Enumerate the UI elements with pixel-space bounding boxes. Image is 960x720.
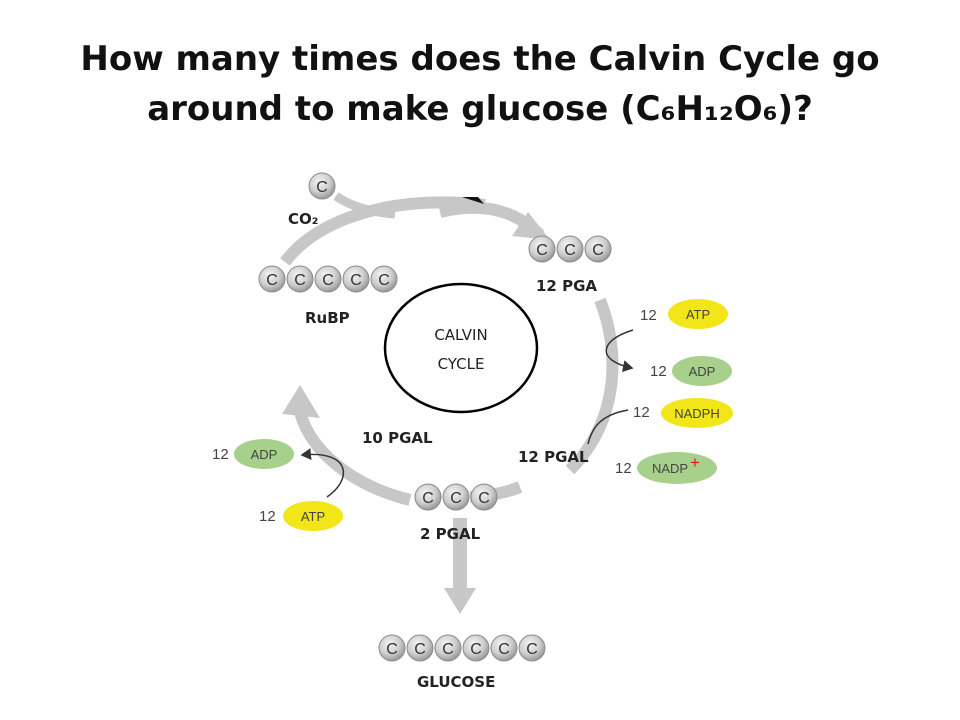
carbon-letter: C <box>498 641 510 658</box>
carbon-letter: C <box>266 272 278 289</box>
carbon-atom <box>584 235 612 263</box>
adp-count-left: 12 <box>212 446 229 463</box>
carbon-letter: C <box>322 272 334 289</box>
carbon-atom <box>414 483 442 511</box>
carbon-letter: C <box>442 641 454 658</box>
title-line-2: around to make glucose (C₆H₁₂O₆)? <box>147 89 813 129</box>
carbon-letter: C <box>592 242 604 259</box>
dark-notch <box>462 197 484 204</box>
atp-label-right: ATP <box>686 307 710 322</box>
adp-pill-left <box>234 439 294 469</box>
pgal-12-label: 12 PGAL <box>518 448 589 466</box>
cycle-arrowheads <box>282 212 550 614</box>
adp-label-right: ADP <box>689 364 716 379</box>
atp-pill-right <box>668 299 728 329</box>
co2-carbon: C <box>308 172 336 200</box>
carbon-atom <box>442 483 470 511</box>
co2-inflow <box>333 192 396 219</box>
carbon-letter: C <box>294 272 306 289</box>
carbon-letter: C <box>378 272 390 289</box>
carbon-letter: C <box>414 641 426 658</box>
carbon-atom <box>406 634 434 662</box>
nadph-to-nadp-curve <box>587 409 629 445</box>
atp-to-adp-arrow-left <box>300 448 344 498</box>
nadph-pill <box>661 398 733 428</box>
arrowhead-down <box>444 588 476 614</box>
carbon-letter: C <box>470 641 482 658</box>
center-circle: CALVIN CYCLE <box>383 282 539 414</box>
pgal-2-label: 2 PGAL <box>420 525 481 543</box>
carbon-letter: C <box>536 242 548 259</box>
nadp-plus-sign: + <box>690 453 700 472</box>
title-line-1: How many times does the Calvin Cycle go <box>80 39 880 79</box>
carbon-atom <box>470 483 498 511</box>
carbon-atom <box>342 265 370 293</box>
carbon-atom <box>434 634 462 662</box>
carbon-letter: C <box>478 490 490 507</box>
adp-pill-right <box>672 356 732 386</box>
left-inputs: 12 ADP 12 ATP <box>212 439 344 531</box>
center-label-2: CYCLE <box>438 355 485 373</box>
atp-count-right: 12 <box>640 307 657 324</box>
nadp-pill <box>637 452 717 484</box>
atp-pill-left <box>283 501 343 531</box>
carbon-atom <box>314 265 342 293</box>
co2-label: CO₂ <box>288 210 318 228</box>
arc-bottom-left <box>294 410 412 506</box>
atp-label-left: ATP <box>301 509 325 524</box>
carbon-letter: C <box>350 272 362 289</box>
carbon-letter: C <box>386 641 398 658</box>
carbon-letter: C <box>422 490 434 507</box>
nadph-label: NADPH <box>674 406 720 421</box>
carbon-atom <box>286 265 314 293</box>
carbon-atom <box>308 172 336 200</box>
nadp-label: NADP <box>652 461 688 476</box>
adp-label-left: ADP <box>251 447 278 462</box>
carbon-atom <box>490 634 518 662</box>
carbon-atom <box>556 235 584 263</box>
carbon-letter: C <box>450 490 462 507</box>
nadp-count: 12 <box>615 460 632 477</box>
arrowhead-top <box>512 212 550 240</box>
center-label-1: CALVIN <box>434 326 487 344</box>
arc-right <box>565 297 619 475</box>
carbon-atom <box>370 265 398 293</box>
pga-label: 12 PGA <box>536 277 597 295</box>
carbon-letter: C <box>564 242 576 259</box>
carbon-atom <box>518 634 546 662</box>
arrowhead-left <box>282 385 320 418</box>
carbon-atom <box>462 634 490 662</box>
carbon-letter: C <box>526 641 538 658</box>
adp-count-right: 12 <box>650 363 667 380</box>
glucose-label: GLUCOSE <box>417 673 495 691</box>
nadph-count: 12 <box>633 404 650 421</box>
rubp-label: RuBP <box>305 309 350 327</box>
carbon-atom <box>528 235 556 263</box>
atp-to-adp-arrow-right <box>605 329 634 372</box>
atp-count-left: 12 <box>259 508 276 525</box>
right-inputs: 12 ATP 12 ADP 12 NADPH 12 NADP + <box>587 299 733 484</box>
carbon-letter: C <box>316 179 328 196</box>
pgal-10-label: 10 PGAL <box>362 429 433 447</box>
carbon-atom <box>378 634 406 662</box>
carbon-atom <box>258 265 286 293</box>
page-title: How many times does the Calvin Cycle go … <box>40 34 920 134</box>
